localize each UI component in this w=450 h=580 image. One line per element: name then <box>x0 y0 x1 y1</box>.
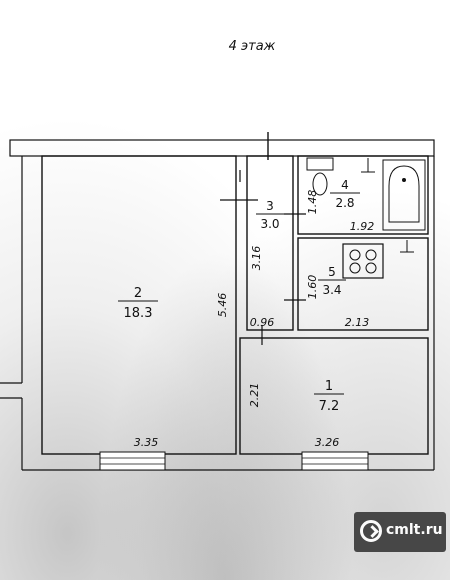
stove-icon <box>342 243 384 279</box>
outer-wall-top <box>9 139 435 157</box>
watermark-text: cmlt.ru <box>386 522 443 538</box>
room-4-outline <box>297 155 429 235</box>
room-5-outline <box>297 237 429 331</box>
room-2-number: 2 <box>134 286 142 301</box>
dim-corridor-width: 0.96 <box>250 316 275 329</box>
dim-room-5-width: 2.13 <box>345 316 370 329</box>
window-room-1 <box>301 451 369 471</box>
room-4-area: 2.8 <box>335 196 354 210</box>
room-2-outline <box>41 155 237 455</box>
window-room-2 <box>99 451 166 471</box>
dim-room-4-width: 1.92 <box>350 220 375 233</box>
dim-room-1-width: 3.26 <box>315 436 340 449</box>
room-3-outline <box>246 155 294 331</box>
room-4-number: 4 <box>341 178 349 192</box>
toilet-icon <box>306 157 334 196</box>
dim-room-5-height: 1.60 <box>306 275 319 300</box>
room-3-area: 3.0 <box>260 217 279 231</box>
room-1-number: 1 <box>325 379 333 394</box>
dim-room-1-length: 2.21 <box>248 383 261 408</box>
bathtub-icon <box>382 159 426 231</box>
room-3-number: 3 <box>266 199 274 213</box>
room-2-area: 18.3 <box>124 306 153 321</box>
dim-room-3-length: 3.16 <box>250 246 263 271</box>
dim-room-2-length: 5.46 <box>216 293 229 318</box>
dim-room-4-height: 1.48 <box>306 190 319 215</box>
watermark-badge: cmlt.ru <box>354 512 446 552</box>
room-1-area: 7.2 <box>319 399 340 414</box>
room-5-number: 5 <box>328 265 336 279</box>
floor-title: 4 этаж <box>229 39 276 54</box>
room-5-area: 3.4 <box>322 283 341 297</box>
kitchen-sink-icon <box>400 240 414 253</box>
dim-room-2-width: 3.35 <box>134 436 159 449</box>
washbasin-icon <box>361 158 375 173</box>
check-circle-icon <box>360 520 382 542</box>
